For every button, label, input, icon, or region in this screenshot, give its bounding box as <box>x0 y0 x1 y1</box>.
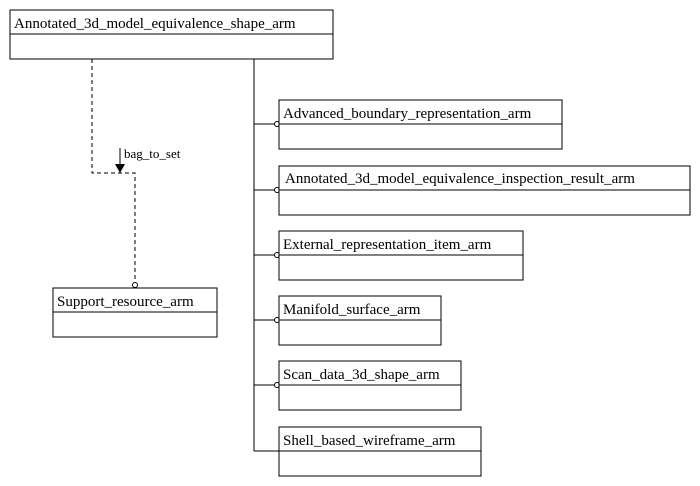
entity-shell-based-wireframe-arm[interactable]: Shell_based_wireframe_arm <box>278 426 482 477</box>
bag-to-set-relation: bag_to_set <box>91 59 181 288</box>
entity-annotated-3d-model-equivalence-inspection-result-arm[interactable]: Annotated_3d_model_equivalence_inspectio… <box>278 165 691 216</box>
entity-name: Annotated_3d_model_equivalence_inspectio… <box>285 171 635 187</box>
entity-name: Advanced_boundary_representation_arm <box>283 106 532 122</box>
entity-support-resource-arm[interactable]: Support_resource_arm <box>52 287 218 338</box>
entity-manifold-surface-arm[interactable]: Manifold_surface_arm <box>278 295 442 346</box>
arrowhead-icon <box>115 164 125 173</box>
entity-scan-data-3d-shape-arm[interactable]: Scan_data_3d_shape_arm <box>278 360 462 411</box>
entity-name: External_representation_item_arm <box>283 237 492 253</box>
entity-name: Shell_based_wireframe_arm <box>283 433 456 449</box>
entity-name: Support_resource_arm <box>57 294 194 310</box>
entity-external-representation-item-arm[interactable]: External_representation_item_arm <box>278 230 524 281</box>
entity-name: Scan_data_3d_shape_arm <box>283 367 440 383</box>
entity-advanced-boundary-representation-arm[interactable]: Advanced_boundary_representation_arm <box>278 99 563 150</box>
relation-label: bag_to_set <box>124 146 181 161</box>
entity-annotated-3d-model-equivalence-shape-arm[interactable]: Annotated_3d_model_equivalence_shape_arm <box>9 9 334 60</box>
entity-name: Manifold_surface_arm <box>283 302 421 318</box>
subtype-tree <box>253 59 280 452</box>
entity-name: Annotated_3d_model_equivalence_shape_arm <box>14 16 296 32</box>
relation-end-circle <box>132 282 138 288</box>
